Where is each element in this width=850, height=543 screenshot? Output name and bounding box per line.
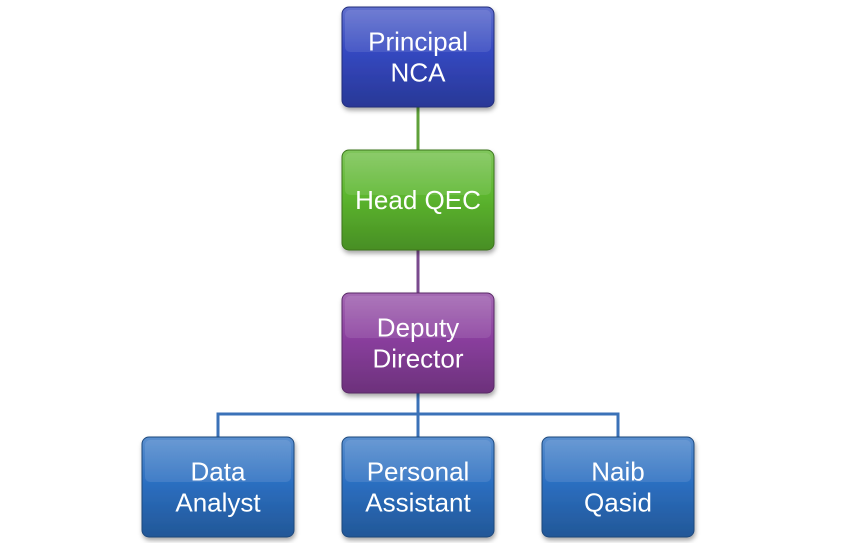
node-label: Deputy <box>377 313 459 343</box>
node-label: Data <box>191 457 246 487</box>
node-highlight <box>145 440 291 482</box>
node-box <box>341 6 495 108</box>
node-highlight <box>345 296 491 338</box>
node-highlight <box>345 440 491 482</box>
node-box <box>541 436 695 538</box>
node-box <box>141 436 295 538</box>
node-label: Analyst <box>175 488 261 518</box>
edges-layer <box>216 107 620 437</box>
node-label: Naib <box>591 457 644 487</box>
node-box <box>341 149 495 251</box>
node-highlight <box>345 153 491 195</box>
node-label: Principal <box>368 27 468 57</box>
node-label: Head QEC <box>355 185 481 215</box>
node-label: NCA <box>391 58 447 88</box>
edge-deputy-director-to-naib-qasid <box>416 393 620 437</box>
node-label: Personal <box>367 457 470 487</box>
node-box <box>341 292 495 394</box>
node-highlight <box>345 10 491 52</box>
node-label: Qasid <box>584 488 652 518</box>
node-highlight <box>545 440 691 482</box>
edge-deputy-director-to-data-analyst <box>216 393 420 437</box>
node-box <box>341 436 495 538</box>
node-label: Assistant <box>365 488 471 518</box>
node-label: Director <box>372 344 463 374</box>
node-head-qec: Head QEC <box>341 149 495 251</box>
